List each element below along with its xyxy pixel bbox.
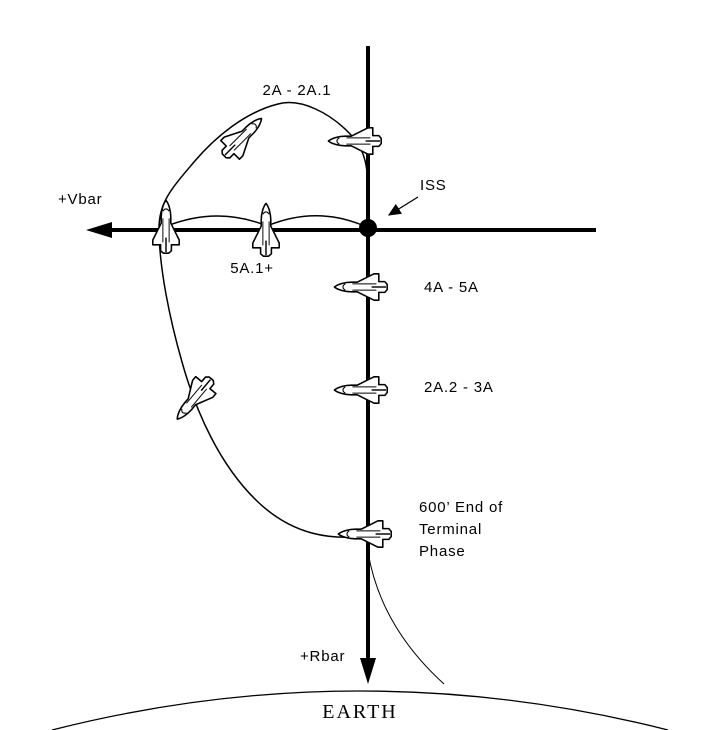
- vbar-arrowhead-icon: [86, 222, 112, 238]
- iss-label: ISS: [420, 177, 447, 194]
- shuttle-icon: [333, 376, 388, 404]
- earth-label: EARTH: [322, 701, 397, 723]
- flight-label-5a1: 5A.1+: [230, 260, 274, 277]
- rbar-arrowhead-icon: [360, 658, 376, 684]
- shuttle-icon: [337, 520, 392, 548]
- shuttle-icon: [333, 273, 388, 301]
- shuttle-icon: [166, 369, 223, 429]
- shuttle-icon: [214, 108, 272, 166]
- flight-label-4a-5a: 4A - 5A: [424, 279, 479, 296]
- rbar-label: +Rbar: [300, 648, 345, 665]
- iss-dot: [359, 219, 377, 237]
- flight-label-2a2-3a: 2A.2 - 3A: [424, 379, 494, 396]
- shuttle-icon: [327, 127, 382, 155]
- earth-horizon-arc: [51, 690, 669, 730]
- flight-label-2a-2a1: 2A - 2A.1: [263, 82, 332, 99]
- terminal-phase-label-line2: Terminal: [419, 521, 482, 538]
- loop-trajectory-curve: [158, 101, 369, 538]
- vbar-label: +Vbar: [58, 191, 102, 208]
- terminal-phase-label-line1: 600’ End of: [419, 499, 503, 516]
- terminal-phase-label-line3: Phase: [419, 543, 466, 560]
- terminal-descent-curve: [367, 551, 445, 685]
- shuttle-icon: [152, 199, 180, 254]
- iss-pointer-arrow: [387, 196, 419, 216]
